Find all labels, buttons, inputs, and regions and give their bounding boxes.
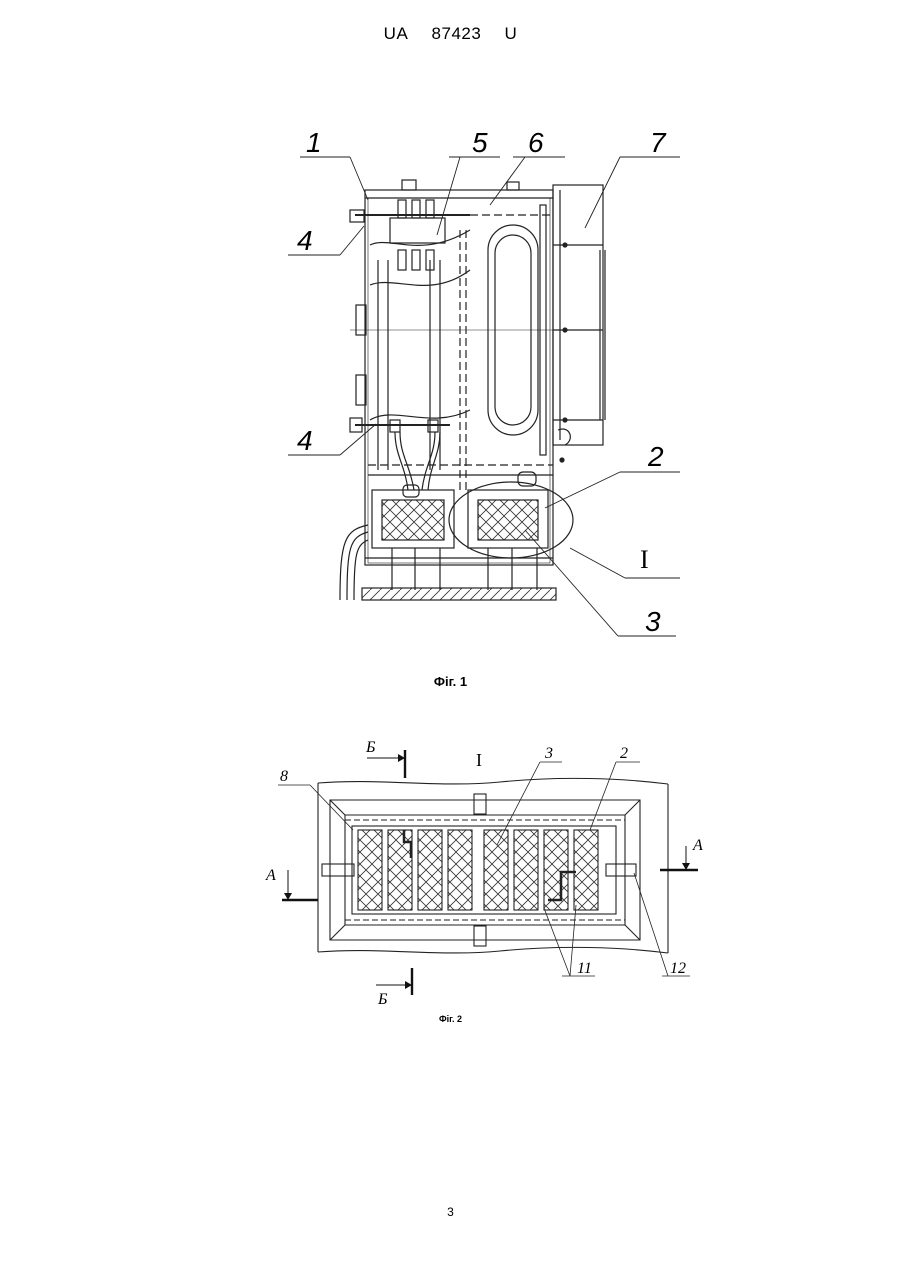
label-section-b-top: Б	[365, 739, 376, 756]
figure-1-drawing	[340, 180, 605, 600]
label-11: 11	[577, 960, 592, 977]
label-4-bottom: 4	[297, 425, 313, 456]
label-section-b-bottom: Б	[377, 991, 388, 1008]
label-4-top: 4	[297, 225, 313, 256]
label-1: 1	[306, 127, 322, 158]
label-5: 5	[472, 127, 488, 158]
label-detail-I-fig2: I	[476, 750, 482, 770]
label-3-fig2: 3	[544, 745, 553, 762]
figure-1-caption: Фіг. 1	[0, 674, 901, 689]
label-8: 8	[280, 768, 288, 785]
label-6: 6	[528, 127, 544, 158]
figure-2-caption: Фіг. 2	[0, 1014, 901, 1024]
label-2-fig2: 2	[620, 745, 628, 762]
page-number: 3	[0, 1205, 901, 1219]
label-section-a-right: А	[692, 837, 703, 854]
figure-1-leaders	[288, 157, 680, 636]
label-12: 12	[670, 960, 686, 977]
label-section-a-left: А	[265, 867, 276, 884]
label-detail-I: I	[640, 545, 649, 574]
label-7: 7	[650, 127, 667, 158]
figure-2-drawing	[318, 778, 668, 953]
label-2: 2	[647, 441, 664, 472]
label-3: 3	[645, 606, 661, 637]
